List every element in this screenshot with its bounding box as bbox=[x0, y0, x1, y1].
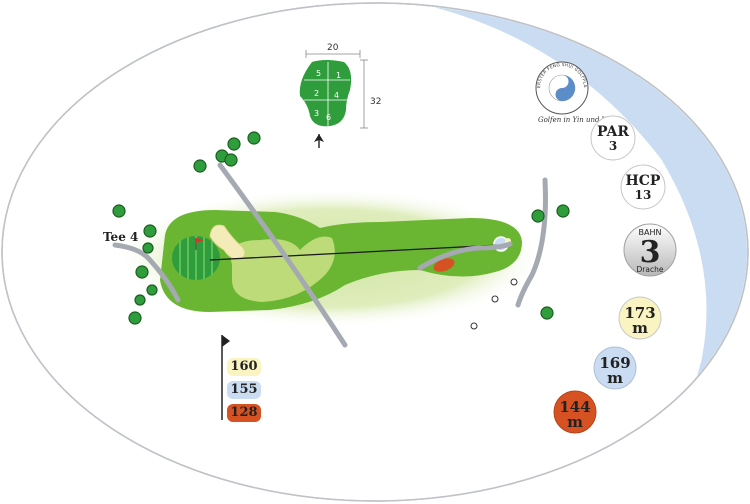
tee-marker-flag-icon bbox=[221, 335, 230, 420]
bahn-label: BAHN bbox=[639, 228, 662, 237]
hcp-label: HCP bbox=[626, 173, 661, 189]
bahn-number: 3 bbox=[640, 235, 661, 270]
distance-badge-blue: 169 m bbox=[593, 346, 637, 390]
par-value: 3 bbox=[609, 139, 617, 153]
distance-value: 169 bbox=[599, 354, 630, 372]
tee-length-yellow: 160 bbox=[227, 358, 261, 376]
hcp-value: 13 bbox=[635, 188, 652, 202]
green-sector-5: 5 bbox=[316, 69, 321, 78]
tee-length-red: 128 bbox=[227, 404, 261, 422]
green-sector-3: 3 bbox=[314, 109, 319, 118]
distance-unit: m bbox=[567, 413, 583, 431]
tee-label: Tee 4 bbox=[103, 230, 138, 244]
green-sector-6: 6 bbox=[326, 113, 331, 122]
distance-value: 173 bbox=[624, 304, 655, 322]
north-arrow-icon bbox=[314, 134, 324, 148]
flag-icon bbox=[195, 238, 204, 250]
green-sector-4: 4 bbox=[334, 91, 339, 100]
green-diagram: 20 32 5 1 2 4 3 6 bbox=[299, 43, 381, 148]
hcp-badge: HCP 13 bbox=[620, 164, 666, 210]
par-label: PAR bbox=[597, 124, 629, 140]
hazard-area bbox=[433, 258, 455, 272]
green-shape bbox=[299, 60, 352, 127]
green-stripes bbox=[179, 236, 213, 280]
distance-markers bbox=[470, 278, 518, 330]
tee-length-blue: 155 bbox=[227, 381, 261, 399]
play-line bbox=[209, 244, 501, 261]
logo-tagline: Golfen in Yin und Yang bbox=[538, 116, 619, 124]
distance-unit: m bbox=[632, 319, 648, 337]
par-badge: PAR 3 bbox=[590, 115, 636, 161]
distance-unit: m bbox=[607, 369, 623, 387]
bahn-badge: BAHN 3 Drache bbox=[623, 223, 677, 277]
water-band bbox=[395, 4, 747, 500]
distance-badge-red: 144 m bbox=[553, 390, 597, 434]
green-sector-2: 2 bbox=[314, 89, 319, 98]
green-width-label: 20 bbox=[327, 43, 339, 53]
green-sector-1: 1 bbox=[336, 71, 341, 80]
fairway-light-patch bbox=[230, 236, 335, 302]
cart-paths bbox=[112, 162, 548, 348]
green-depth-label: 32 bbox=[370, 97, 381, 107]
distance-value: 144 bbox=[559, 398, 590, 416]
distance-badge-yellow: 173 m bbox=[618, 296, 662, 340]
bahn-name: Drache bbox=[637, 265, 664, 274]
bunker bbox=[209, 224, 246, 260]
trees bbox=[112, 131, 570, 325]
